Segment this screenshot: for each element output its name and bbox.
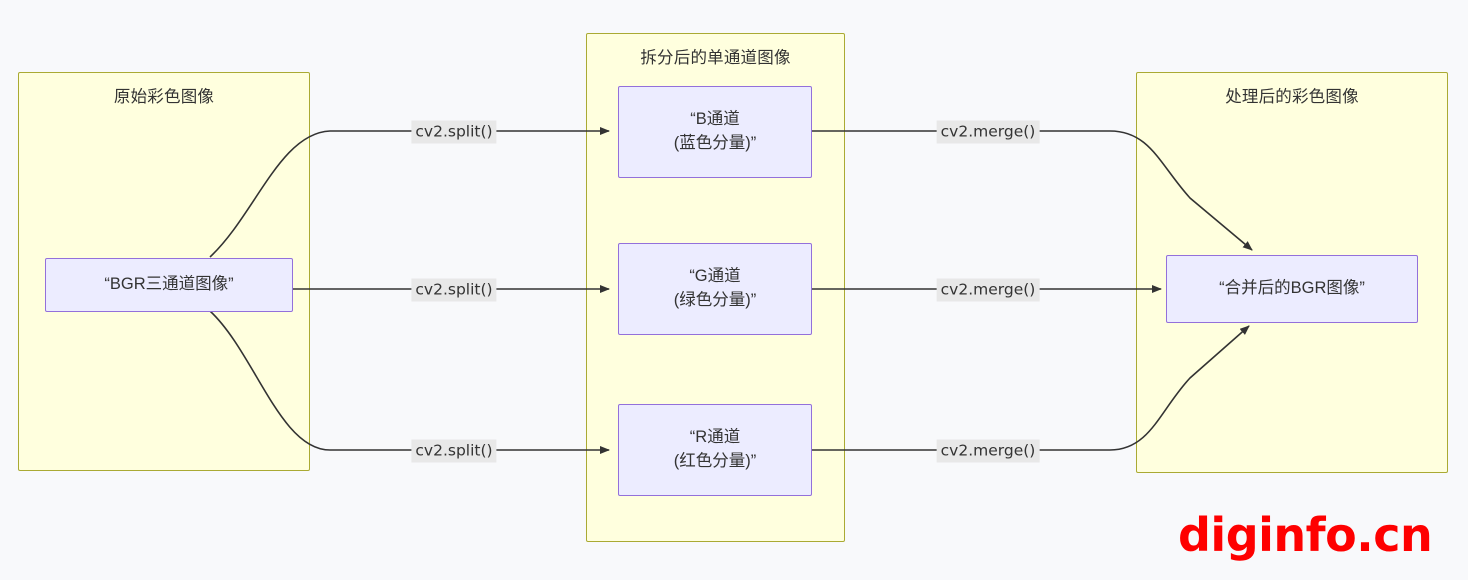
edge-label-b-merged: cv2.merge() — [936, 120, 1040, 144]
edge-label-g-merged: cv2.merge() — [936, 278, 1040, 302]
edge-label-bgr-b: cv2.split() — [411, 120, 497, 144]
cluster-source-title: 原始彩色图像 — [113, 88, 215, 106]
node-merged-bgr[interactable]: “合并后的BGR图像” — [1166, 255, 1418, 323]
cluster-result-title: 处理后的彩色图像 — [1225, 88, 1359, 106]
node-bgr-source[interactable]: “BGR三通道图像” — [45, 258, 293, 312]
node-b-channel[interactable]: “B通道 (蓝色分量)” — [618, 86, 812, 178]
node-g-channel[interactable]: “G通道 (绿色分量)” — [618, 243, 812, 335]
edge-label-bgr-r: cv2.split() — [411, 439, 497, 463]
watermark-diginfo: diginfo.cn — [1178, 508, 1433, 562]
node-r-channel[interactable]: “R通道 (红色分量)” — [618, 404, 812, 496]
edge-label-r-merged: cv2.merge() — [936, 439, 1040, 463]
cluster-channels-title: 拆分后的单通道图像 — [640, 49, 791, 67]
edge-label-bgr-g: cv2.split() — [411, 278, 497, 302]
